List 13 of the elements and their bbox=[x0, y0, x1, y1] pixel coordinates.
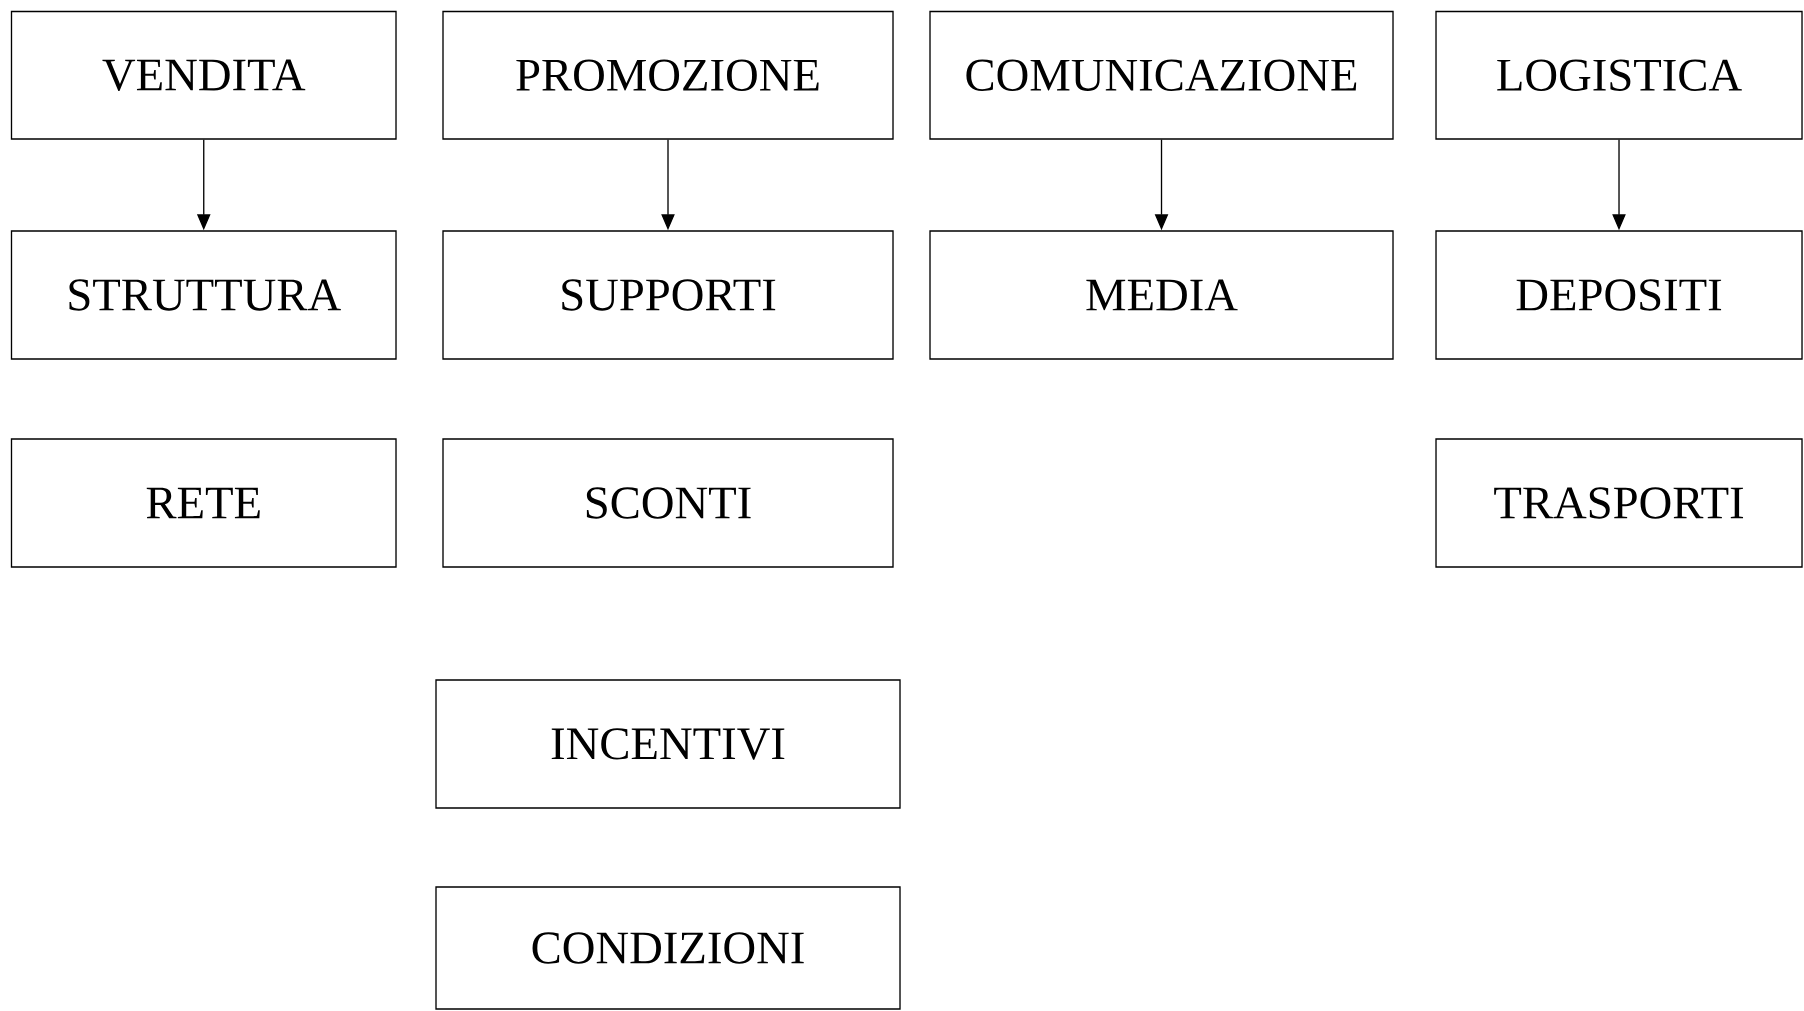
label-box: CONDIZIONI bbox=[435, 886, 901, 1010]
label-box: RETE bbox=[10, 438, 397, 568]
label-box: MEDIA bbox=[929, 230, 1394, 360]
label-box: COMUNICAZIONE bbox=[929, 10, 1394, 140]
label-box: SCONTI bbox=[442, 438, 894, 568]
label-box: PROMOZIONE bbox=[442, 10, 894, 140]
label-box: TRASPORTI bbox=[1435, 438, 1803, 568]
label-box: LOGISTICA bbox=[1435, 10, 1803, 140]
label-box: SUPPORTI bbox=[442, 230, 894, 360]
label-box: INCENTIVI bbox=[435, 679, 901, 809]
label-box: VENDITA bbox=[10, 10, 397, 140]
label-box: STRUTTURA bbox=[10, 230, 397, 360]
label-box: DEPOSITI bbox=[1435, 230, 1803, 360]
